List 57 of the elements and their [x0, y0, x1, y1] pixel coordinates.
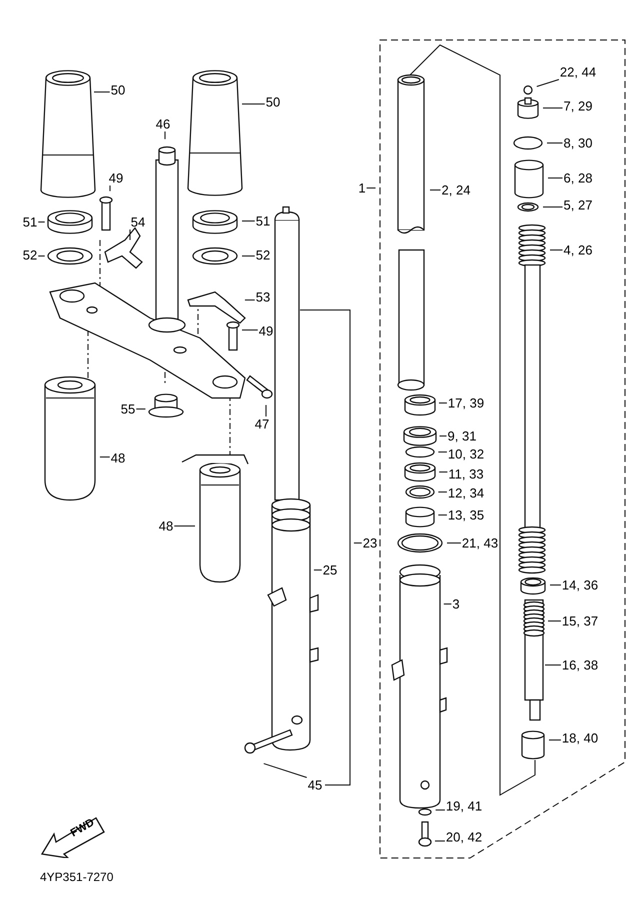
callout-number: 18, 40	[560, 730, 600, 746]
callout-number: 51	[254, 214, 272, 228]
callout-number: 3	[451, 596, 461, 612]
callout-number: 11, 33	[447, 466, 485, 482]
callout-number: 6, 28	[562, 170, 594, 186]
callout-number: 49	[258, 324, 274, 338]
leader-line	[99, 456, 110, 458]
callout-number: 53	[254, 290, 272, 304]
leader-line	[136, 408, 146, 410]
leader-line	[546, 142, 564, 144]
callout-number: 55	[120, 402, 136, 416]
callout-number: 21, 43	[460, 536, 500, 550]
leader-line	[548, 620, 562, 622]
leader-line	[353, 542, 362, 544]
leader-line	[550, 584, 562, 586]
callout-number: 4, 26	[562, 242, 594, 258]
callout-number: 46	[154, 116, 172, 132]
leader-line	[536, 79, 560, 87]
callout-number: 48	[158, 518, 174, 534]
callout-number: 2, 24	[440, 182, 472, 198]
callout-number: 12, 34	[446, 486, 486, 500]
leader-line	[164, 131, 166, 140]
leader-line	[263, 763, 308, 778]
leader-line	[446, 542, 462, 544]
callout-number: 50	[110, 82, 126, 98]
callout-number: 22, 44	[558, 64, 598, 80]
callout-number: 16, 38	[560, 658, 600, 672]
callout-number: 17, 39	[446, 396, 486, 410]
callout-number: 15, 37	[560, 614, 600, 628]
callout-number: 14, 36	[560, 578, 600, 592]
callout-number: 48	[110, 450, 126, 466]
callout-number: 52	[22, 248, 38, 262]
callout-number: 7, 29	[562, 98, 594, 114]
callout-number: 25	[322, 562, 338, 578]
callout-number: 8, 30	[562, 136, 594, 150]
callout-number: 50	[264, 94, 282, 110]
leader-line	[438, 514, 448, 516]
callout-number: 1	[357, 180, 367, 196]
part-code: 4YP351-7270	[40, 870, 114, 884]
leader-line	[542, 206, 564, 208]
callout-number: 13, 35	[446, 508, 486, 522]
callout-number: 51	[22, 214, 38, 230]
callout-number: 5, 27	[562, 198, 594, 212]
callout-number: 47	[254, 416, 270, 432]
leader-line	[438, 402, 448, 404]
callout-number: 45	[306, 778, 324, 792]
callout-number: 49	[108, 170, 124, 186]
callout-number: 19, 41	[444, 798, 484, 814]
callout-number: 52	[254, 248, 272, 262]
callout-number: 20, 42	[444, 830, 484, 844]
callout-number: 9, 31	[446, 428, 478, 444]
leader-line	[434, 840, 446, 842]
leader-line	[242, 220, 256, 222]
leader-line	[544, 664, 562, 666]
callout-number: 10, 32	[446, 446, 486, 462]
callout-number: 54	[130, 214, 146, 230]
callout-number: 23	[362, 536, 378, 550]
